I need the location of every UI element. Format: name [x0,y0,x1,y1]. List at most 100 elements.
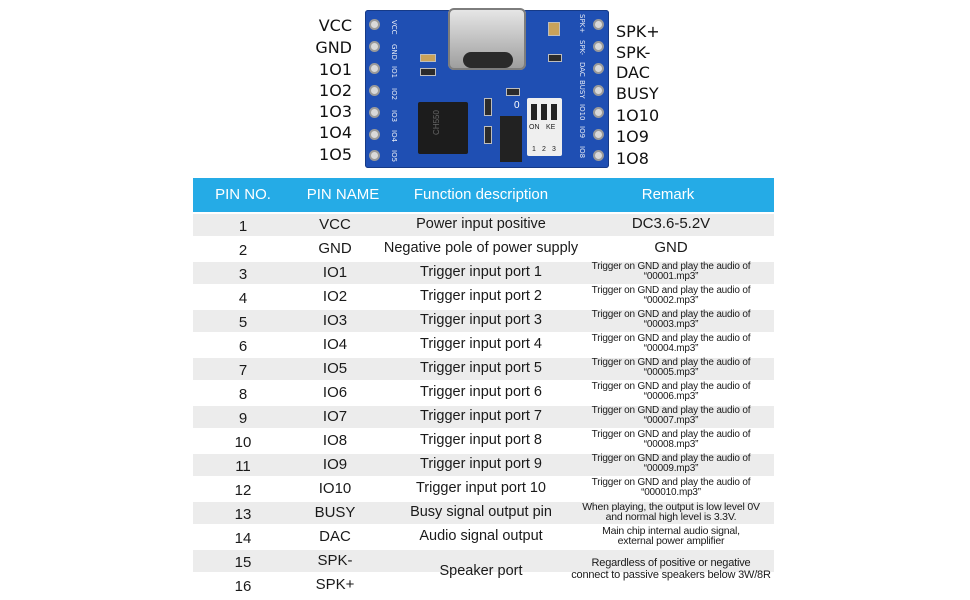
function-cell: Trigger input port 6 [420,384,542,400]
pin-no-cell: 12 [234,482,252,499]
header-pin [369,41,380,52]
remark-line: Trigger on GND and play the audio of [591,285,751,296]
remark-line: Main chip internal audio signal, [602,525,740,537]
pin-name-cell: IO9 [322,456,348,473]
remark-cell: GND [654,239,688,256]
pin-name-cell: SPK+ [315,576,355,593]
chip-marking: CH550 [431,110,441,135]
function-cell: Speaker port [439,563,523,579]
table-row: 16 SPK+ [193,574,774,596]
remark-cell: DC3.6-5.2V [631,215,711,232]
smd-component [506,88,520,96]
remark-line: Trigger on GND and play the audio of [591,405,751,416]
remark-cell: Trigger on GND and play the audio of“000… [569,382,773,402]
silk-label: IO9 [578,126,586,139]
function-cell: Trigger input port 7 [420,408,542,424]
header-pin [593,19,604,30]
header-remark: Remark [641,186,695,203]
remark-line: “00004.mp3” [643,343,699,354]
remark-cell: Trigger on GND and play the audio of“000… [569,454,773,474]
function-cell: Trigger input port 2 [420,288,542,304]
pin-no-cell: 16 [234,578,252,595]
remark-line: “00002.mp3” [643,295,699,306]
right-pin-label: 1O9 [616,127,649,146]
right-pin-label: 1O10 [616,106,660,125]
pin-name-cell: IO1 [322,264,348,281]
remark-line: “00005.mp3” [643,367,699,378]
remark-line: Trigger on GND and play the audio of [591,357,751,368]
pin-name-cell: IO2 [322,288,348,305]
header-pin [593,129,604,140]
silk-label: IO2 [390,88,398,101]
remark-line: Regardless of positive or negative [591,557,751,569]
dip-num-label: 2 [542,146,546,153]
smd-component [548,54,562,62]
smd-component [484,126,492,144]
header-function: Function description [413,186,549,203]
table-row: 4 IO2 Trigger input port 2 Trigger on GND a… [193,286,774,308]
smd-component [420,54,436,62]
pin-no-cell: 6 [238,338,248,355]
pin-name-cell: SPK- [317,552,353,569]
function-cell: Trigger input port 3 [420,312,542,328]
dip-ke-label: KE [546,124,556,131]
table-row: 11 IO9 Trigger input port 9 Trigger on GND … [193,454,774,476]
pin-name-cell: IO10 [318,480,352,497]
dip-switch-lever[interactable] [541,104,547,120]
remark-line: “00009.mp3” [643,463,699,474]
remark-line: “000010.mp3” [641,487,701,498]
remark-cell: Trigger on GND and play the audio of“000… [569,286,773,306]
header-pin [369,129,380,140]
header-pin [369,19,380,30]
remark-line: “00006.mp3” [643,391,699,402]
function-cell: Trigger input port 9 [420,456,542,472]
silk-label: IO5 [390,150,398,163]
remark-line: “00008.mp3” [643,439,699,450]
pin-no-cell: 3 [238,266,248,283]
pin-name-cell: DAC [319,528,351,545]
left-pin-label: 1O1 [319,60,352,79]
pin-no-cell: 4 [238,290,248,307]
pin-name-cell: GND [318,240,352,257]
silk-label: IO1 [390,66,398,79]
pin-no-cell: 7 [238,362,248,379]
remark-line: “00001.mp3” [643,271,699,282]
remark-line: “00003.mp3” [643,319,699,330]
pin-name-cell: IO3 [322,312,348,329]
module-board-illustration: VCC GND 1O1 1O2 1O3 1O4 1O5 SPK+ SPK- DA… [0,0,970,175]
pin-name-cell: IO5 [322,360,348,377]
right-pin-label: BUSY [616,84,659,103]
function-cell: Trigger input port 1 [420,264,542,280]
left-pin-label: GND [315,38,352,57]
left-pin-label: 1O3 [319,102,352,121]
pin-no-cell: 9 [238,410,248,427]
left-pin-label: VCC [318,16,352,35]
header-pin [369,107,380,118]
pin-no-cell: 1 [238,218,248,235]
dip-switch-lever[interactable] [551,104,557,120]
amplifier-chip [500,116,522,162]
function-cell: Negative pole of power supply [383,240,579,256]
zero-mark: 0 [514,100,520,111]
pin-no-cell: 11 [235,458,251,475]
silk-label: SPK- [578,40,586,56]
header-pin [593,85,604,96]
silk-label: BUSY [578,80,586,99]
usb-c-port-opening [463,52,513,68]
header-pin-name: PIN NAME [306,186,380,203]
remark-cell: Trigger on GND and play the audio of“000… [569,310,773,330]
header-pin [593,107,604,118]
remark-cell: Trigger on GND and play the audio of“000… [569,406,773,426]
dip-switch-lever[interactable] [531,104,537,120]
right-pin-label: 1O8 [616,149,649,168]
right-pin-label: SPK+ [616,22,660,41]
